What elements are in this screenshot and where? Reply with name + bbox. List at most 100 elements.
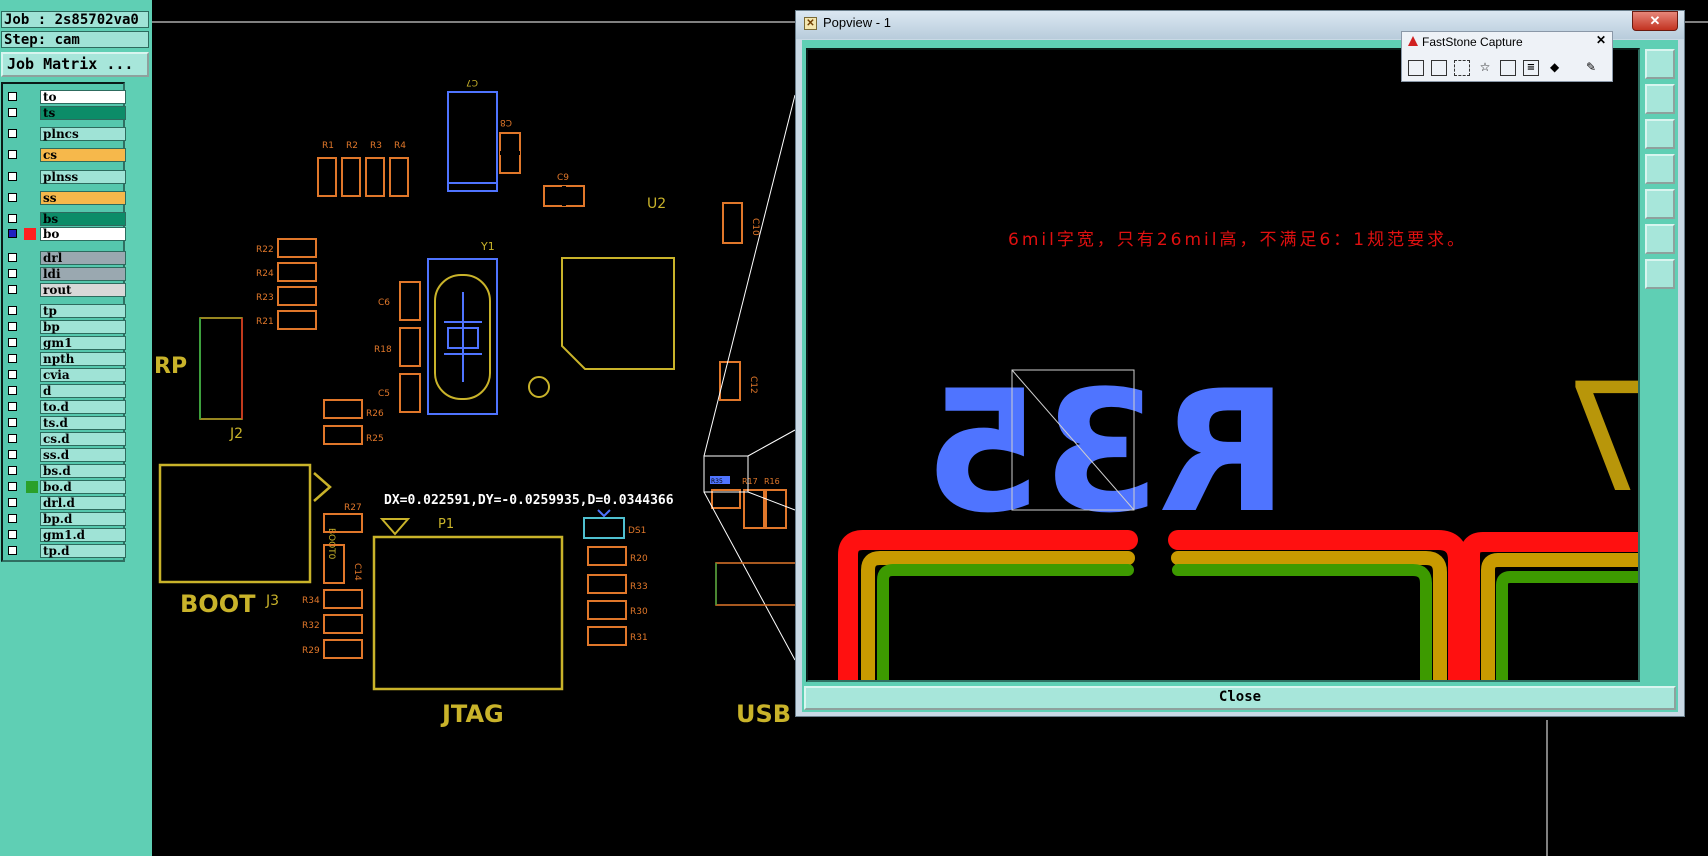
job-label: Job : 2s85702va0 bbox=[1, 11, 149, 28]
zoom-in-icon[interactable] bbox=[1645, 224, 1675, 254]
layer-checkbox[interactable] bbox=[8, 386, 17, 395]
r17-label: R17 bbox=[742, 477, 758, 486]
layer-checkbox[interactable] bbox=[8, 338, 17, 347]
layer-row-plnss[interactable]: plnss bbox=[6, 170, 126, 184]
layer-checkbox[interactable] bbox=[8, 418, 17, 427]
popview-close-icon[interactable]: ✕ bbox=[1632, 11, 1678, 31]
capture-scrolling-icon[interactable]: ≡ bbox=[1523, 60, 1539, 76]
layer-row-bs[interactable]: bs bbox=[6, 212, 126, 226]
layer-checkbox[interactable] bbox=[8, 514, 17, 523]
pan-down-icon[interactable] bbox=[1645, 119, 1675, 149]
layer-row-bp-d[interactable]: bp.d bbox=[6, 512, 126, 526]
u2-outline bbox=[561, 257, 675, 370]
job-matrix-button[interactable]: Job Matrix ... bbox=[1, 52, 149, 77]
layer-checkbox[interactable] bbox=[8, 214, 17, 223]
pcb-graphics: C7 C8 R1 R2 R3 R4 C9 U2 C10 R22 R24 R23 … bbox=[152, 21, 1708, 856]
layer-checkbox[interactable] bbox=[8, 150, 17, 159]
settings-menu-icon[interactable]: ✎ bbox=[1586, 60, 1597, 74]
layer-row-bp[interactable]: bp bbox=[6, 320, 126, 334]
layer-name: drl.d bbox=[40, 496, 126, 510]
j3-label: J3 bbox=[265, 593, 279, 609]
layer-row-ts-d[interactable]: ts.d bbox=[6, 416, 126, 430]
layer-row-gm1-d[interactable]: gm1.d bbox=[6, 528, 126, 542]
output-menu-icon[interactable]: ◆ bbox=[1550, 60, 1560, 74]
layer-row-cs-d[interactable]: cs.d bbox=[6, 432, 126, 446]
layer-row-to-d[interactable]: to.d bbox=[6, 400, 126, 414]
layer-row-bs-d[interactable]: bs.d bbox=[6, 464, 126, 478]
r4-label: R4 bbox=[394, 141, 406, 151]
layer-row-d[interactable]: d bbox=[6, 384, 126, 398]
layer-checkbox[interactable] bbox=[8, 498, 17, 507]
r34-label: R34 bbox=[302, 596, 320, 606]
r22-label: R22 bbox=[256, 245, 274, 255]
layer-checkbox[interactable] bbox=[8, 108, 17, 117]
layer-row-rout[interactable]: rout bbox=[6, 283, 126, 297]
layer-row-tp-d[interactable]: tp.d bbox=[6, 544, 126, 558]
layer-row-to[interactable]: to bbox=[6, 90, 126, 104]
pan-left-icon[interactable] bbox=[1645, 154, 1675, 184]
layer-checkbox[interactable] bbox=[8, 229, 17, 238]
layer-checkbox[interactable] bbox=[8, 322, 17, 331]
popview-zoom-view[interactable]: 6mil字宽，只有26mil高，不满足6：1规范要求。 R35 7 bbox=[806, 48, 1640, 682]
layer-row-tp[interactable]: tp bbox=[6, 304, 126, 318]
layer-row-drl-d[interactable]: drl.d bbox=[6, 496, 126, 510]
j2-label: J2 bbox=[229, 426, 243, 442]
layer-name: bs bbox=[40, 212, 126, 226]
layer-row-gm1[interactable]: gm1 bbox=[6, 336, 126, 350]
layer-checkbox[interactable] bbox=[8, 306, 17, 315]
layer-checkbox[interactable] bbox=[8, 466, 17, 475]
capture-fullscreen-icon[interactable] bbox=[1500, 60, 1516, 76]
popview-titlebar[interactable]: ✕ Popview - 1 ✕ bbox=[796, 11, 1684, 39]
layer-checkbox[interactable] bbox=[8, 193, 17, 202]
u2-label: U2 bbox=[647, 196, 666, 212]
layer-checkbox[interactable] bbox=[8, 530, 17, 539]
layer-checkbox[interactable] bbox=[8, 129, 17, 138]
layer-row-ts[interactable]: ts bbox=[6, 106, 126, 120]
layer-name: gm1 bbox=[40, 336, 126, 350]
layer-row-drl[interactable]: drl bbox=[6, 251, 126, 265]
layer-row-ss-d[interactable]: ss.d bbox=[6, 448, 126, 462]
r16-label: R16 bbox=[764, 477, 780, 486]
layer-row-cs[interactable]: cs bbox=[6, 148, 126, 162]
layer-checkbox[interactable] bbox=[8, 354, 17, 363]
capture-window-icon[interactable] bbox=[1408, 60, 1424, 76]
capture-object-icon[interactable] bbox=[1431, 60, 1447, 76]
layer-row-plncs[interactable]: plncs bbox=[6, 127, 126, 141]
capture-freehand-icon[interactable]: ☆ bbox=[1479, 60, 1491, 74]
faststone-close-icon[interactable]: ✕ bbox=[1596, 33, 1607, 47]
popview-close-button[interactable]: Close bbox=[804, 686, 1676, 710]
layer-checkbox[interactable] bbox=[8, 370, 17, 379]
layer-row-ss[interactable]: ss bbox=[6, 191, 126, 205]
layer-row-cvia[interactable]: cvia bbox=[6, 368, 126, 382]
layer-checkbox[interactable] bbox=[8, 253, 17, 262]
layer-row-bo-d[interactable]: bo.d bbox=[6, 480, 126, 494]
layer-checkbox[interactable] bbox=[8, 450, 17, 459]
zoom-fit-icon[interactable] bbox=[1645, 49, 1675, 79]
popview-window: ✕ Popview - 1 ✕ 6mil字宽，只有26mil高，不满足6：1规范… bbox=[795, 10, 1685, 717]
layer-checkbox[interactable] bbox=[8, 434, 17, 443]
c5-label: C5 bbox=[378, 389, 390, 399]
r23-label: R23 bbox=[256, 293, 274, 303]
layer-name: bp bbox=[40, 320, 126, 334]
layer-checkbox[interactable] bbox=[8, 546, 17, 555]
r32-label: R32 bbox=[302, 621, 320, 631]
layer-checkbox[interactable] bbox=[8, 285, 17, 294]
pan-right-icon[interactable] bbox=[1645, 189, 1675, 219]
layer-checkbox[interactable] bbox=[8, 269, 17, 278]
r29-label: R29 bbox=[302, 646, 320, 656]
layer-checkbox[interactable] bbox=[8, 92, 17, 101]
pan-up-icon[interactable] bbox=[1645, 84, 1675, 114]
r2-label: R2 bbox=[346, 141, 358, 151]
capture-rectangle-icon[interactable] bbox=[1454, 60, 1470, 76]
layer-name: drl bbox=[40, 251, 126, 265]
r25-label: R25 bbox=[366, 434, 384, 444]
layer-row-npth[interactable]: npth bbox=[6, 352, 126, 366]
layer-checkbox[interactable] bbox=[8, 482, 17, 491]
layer-row-ldi[interactable]: ldi bbox=[6, 267, 126, 281]
layer-checkbox[interactable] bbox=[8, 172, 17, 181]
boot-label: BOOT bbox=[180, 590, 256, 618]
annotation-text: 6mil字宽，只有26mil高，不满足6：1规范要求。 bbox=[1008, 230, 1467, 250]
layer-checkbox[interactable] bbox=[8, 402, 17, 411]
zoom-out-icon[interactable] bbox=[1645, 259, 1675, 289]
layer-row-bo[interactable]: bo bbox=[6, 227, 126, 241]
